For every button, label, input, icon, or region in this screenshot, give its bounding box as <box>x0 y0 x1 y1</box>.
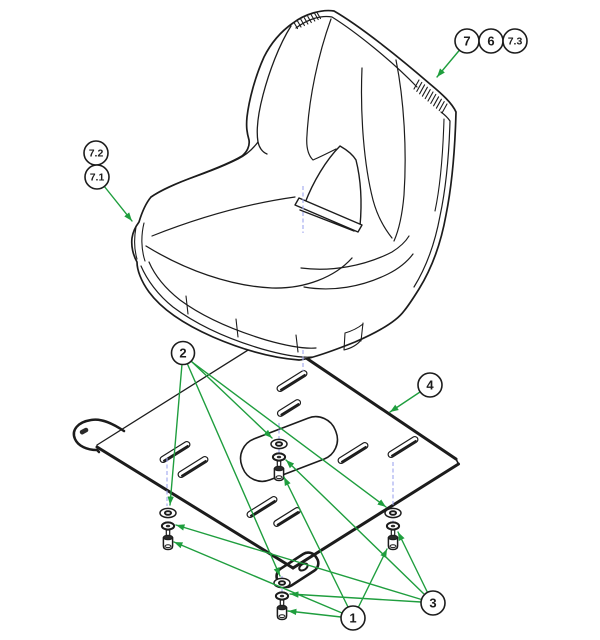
leader-lines <box>103 48 461 618</box>
seat-center-fin-base <box>294 197 363 233</box>
slot-shadow <box>280 403 300 416</box>
grip-hatch-left <box>293 11 322 30</box>
slot-outline <box>337 441 369 465</box>
plate-center-opening <box>239 415 339 483</box>
cushion-seam-ticks <box>134 222 364 353</box>
slot-outline <box>246 495 278 519</box>
mounting-plate <box>72 333 460 589</box>
leader-balloon2-washer-left <box>167 363 183 506</box>
balloon-label: 7.1 <box>90 172 105 184</box>
seat-silhouette <box>130 9 457 361</box>
seat-back-left-bolster <box>256 25 292 155</box>
cushion-main-seam <box>145 245 353 289</box>
balloon-label: 2 <box>179 346 186 361</box>
balloon-label: 3 <box>429 596 436 611</box>
leader-balloon4-plate <box>389 391 421 413</box>
leader-balloon1-screw-left <box>173 541 343 614</box>
seat-back-crease-1 <box>300 235 410 270</box>
balloon-circle[interactable] <box>340 605 366 631</box>
balloon-2[interactable]: 2 <box>170 340 196 366</box>
slot-outline <box>159 440 191 464</box>
slot-shadow <box>279 373 306 391</box>
seat-back-rim-right-2 <box>434 118 445 212</box>
plate-edge-front-right <box>291 462 460 570</box>
balloon-label: 4 <box>426 378 434 393</box>
plate-slot <box>246 495 278 519</box>
slot-outline <box>387 435 419 459</box>
slot-shadow <box>276 510 300 526</box>
balloon-7[interactable]: 7 <box>454 28 480 54</box>
slot-outline <box>177 455 209 479</box>
leader-balloon1-screw-bottom <box>287 608 342 618</box>
slot-shadow <box>162 444 189 462</box>
seat-lumbar-seam <box>360 67 393 239</box>
balloon-7-3[interactable]: 7.3 <box>502 28 528 54</box>
seat-back-rim-right <box>413 111 451 288</box>
cushion-back-seam <box>151 196 296 237</box>
balloon-4[interactable]: 4 <box>417 372 443 398</box>
balloon-7-2[interactable]: 7.2 <box>83 140 109 166</box>
plate-slot <box>177 455 209 479</box>
leader-balloon3-lockwasher-right <box>397 531 429 594</box>
balloon-circle[interactable] <box>502 28 528 54</box>
leader-balloon3-lockwasher-left <box>175 524 423 601</box>
balloon-circle[interactable] <box>417 372 443 398</box>
seat-back-rim-inner <box>295 15 418 88</box>
leader-balloon2-washer-right <box>191 361 387 508</box>
balloon-label: 7.3 <box>508 36 523 48</box>
balloon-circle[interactable] <box>420 590 446 616</box>
cushion-front-band-outer <box>140 265 313 358</box>
balloon-7-1[interactable]: 7.1 <box>84 164 110 190</box>
plate-edge-front-left <box>95 445 295 570</box>
slot-outline <box>276 399 302 417</box>
balloon-1[interactable]: 1 <box>340 605 366 631</box>
balloon-label: 7.2 <box>89 148 104 160</box>
seat-back-center-seam <box>306 18 337 161</box>
balloon-3[interactable]: 3 <box>420 590 446 616</box>
balloon-label: 6 <box>487 34 494 49</box>
leader-balloon2-washer-bottom <box>186 362 281 577</box>
seat-back-right-seam <box>393 59 406 242</box>
callout-balloons: 7 6 7.3 7.2 7.1 2 4 3 <box>83 28 528 631</box>
leader-balloon7-1-cushion <box>103 185 133 222</box>
balloon-circle[interactable] <box>84 164 110 190</box>
leader-balloon2-washer-center <box>190 360 273 439</box>
plate-west-bracket <box>72 418 126 454</box>
seat <box>130 9 457 361</box>
plate-slot <box>337 441 369 465</box>
balloon-label: 7 <box>463 34 470 49</box>
slot-shadow <box>180 459 207 477</box>
balloon-6[interactable]: 6 <box>478 28 504 54</box>
leader-balloon1-screw-right <box>357 548 388 608</box>
seat-back-crease-2 <box>303 253 414 290</box>
slot-shadow <box>340 445 367 463</box>
slot-shadow <box>390 439 417 457</box>
plate-slot <box>276 399 302 417</box>
leader-balloon1-screw-center <box>283 476 349 608</box>
plate-slot <box>387 435 419 459</box>
leader-balloon3-lockwasher-center <box>285 459 426 596</box>
grip-hatch-right <box>413 79 448 114</box>
slot-shadow <box>249 499 276 517</box>
plate-slot <box>276 369 308 393</box>
plate-edge-top-left <box>96 334 273 446</box>
plate-slot <box>159 440 191 464</box>
fastener-stack-left <box>159 507 177 551</box>
west-bracket-slot <box>79 427 89 435</box>
balloon-label: 1 <box>349 611 356 626</box>
slot-outline <box>276 369 308 393</box>
fastener-stack-right <box>384 507 402 551</box>
seat-waist-seam <box>150 141 259 198</box>
cushion-front-band-inner <box>148 261 317 349</box>
leader-balloon3-lockwasher-bottom <box>289 591 422 603</box>
leader-balloon7-seat-back <box>436 48 461 78</box>
balloon-circle[interactable] <box>170 340 196 366</box>
plate-slot <box>273 507 301 527</box>
